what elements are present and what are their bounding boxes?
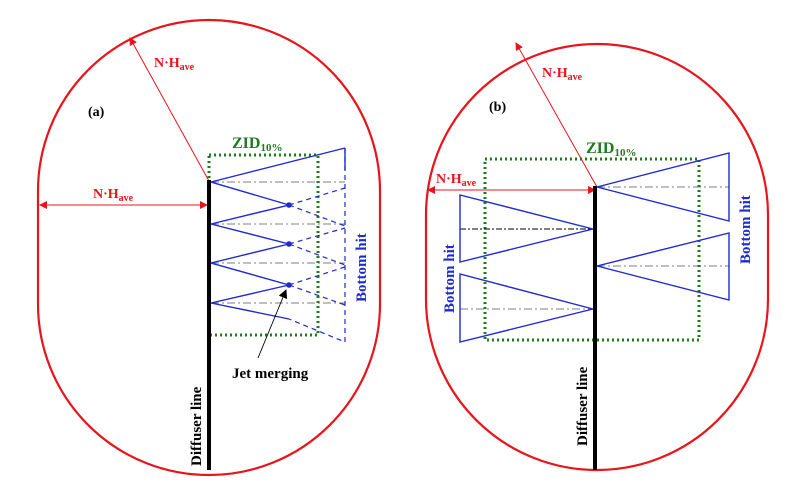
radius-arrow [129,37,210,182]
diffuser-label: Diffuser line [575,366,591,446]
jet-plumes-left [459,194,594,343]
bottom-hit-right-label: Bottom hit [738,195,754,264]
panel-label: (a) [88,105,105,120]
jet-centrelines [460,186,729,310]
merge-points [286,202,292,288]
width-label: N·Have [93,187,134,204]
panel-b: (b) N·Have N·Have ZID10% Bottom hit Bott… [424,42,770,472]
radius-label: N·Have [542,66,583,83]
bottom-hit-left-label: Bottom hit [442,244,458,313]
zid-label: ZID10% [586,140,636,159]
jet-centrelines [211,181,345,304]
jet-merging-label: Jet merging [232,366,309,382]
mixing-zone-boundary [36,18,382,477]
diffuser-label: Diffuser line [189,386,205,466]
zid-label: ZID10% [232,135,282,154]
jet-merging-pointer [257,289,288,359]
width-label: N·Have [436,172,477,189]
panel-a: (a) N·Have N·Have ZID10% Bottom hit Jet … [36,18,382,477]
radius-arrow [515,42,598,188]
jet-plumes-dashed [288,148,346,343]
panel-label: (b) [489,100,506,115]
zid-boundary [483,157,701,342]
jet-plumes-right [596,152,730,301]
mixing-zone-boundary [424,42,770,472]
radius-label: N·Have [154,56,195,73]
bottom-hit-label: Bottom hit [354,233,370,302]
